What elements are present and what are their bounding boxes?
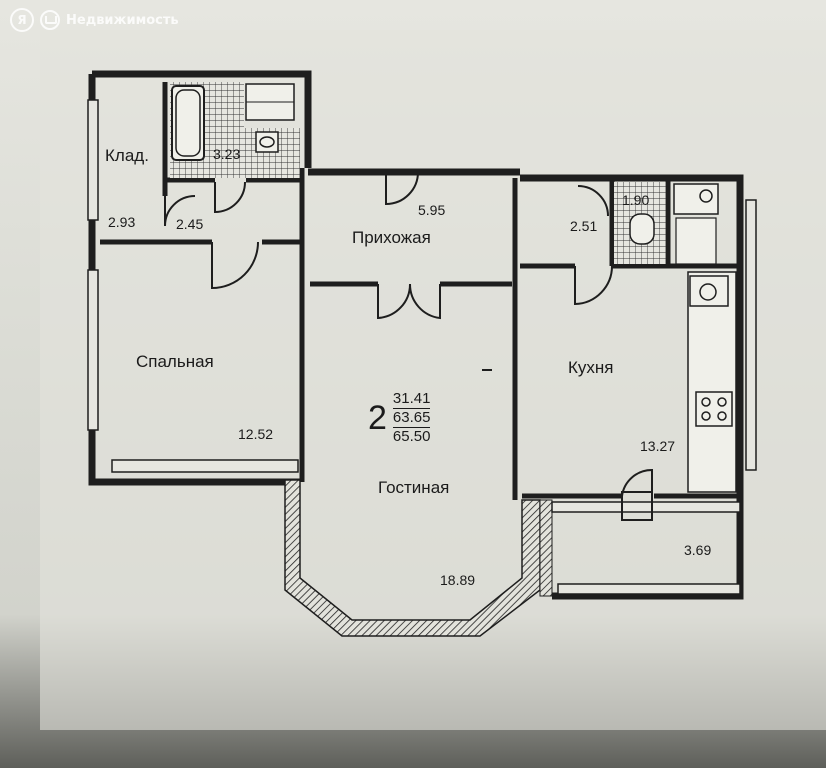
kitchen-name: Кухня: [568, 358, 614, 377]
hallway-name: Прихожая: [352, 228, 431, 247]
living-name: Гостиная: [378, 478, 450, 497]
hallway-area: 5.95: [418, 202, 446, 218]
home-icon: [40, 10, 60, 30]
corridor-area: 2.45: [176, 216, 204, 232]
doors: [164, 171, 653, 521]
watermark: Я Недвижимость: [10, 8, 179, 32]
bedroom-area: 12.52: [238, 426, 274, 442]
total-area: 63.65: [392, 409, 431, 428]
kitchen-area: 13.27: [640, 438, 676, 454]
storage-name: Клад.: [105, 146, 149, 165]
pantry-area: 2.51: [570, 218, 598, 234]
living-area-total: 31.41: [392, 390, 431, 409]
yandex-logo-icon: Я: [10, 8, 34, 32]
interior-walls: [100, 82, 740, 500]
total-area-with-balcony: 65.50: [392, 428, 431, 445]
toilet-area: 1.90: [622, 192, 650, 208]
storage-area: 2.93: [108, 214, 136, 230]
balcony-area: 3.69: [684, 542, 712, 558]
toilet-fixtures: [614, 182, 719, 265]
kitchen-fixtures: [687, 271, 737, 493]
apartment-summary: 2 31.41 63.65 65.50: [368, 390, 431, 446]
bathroom-area: 3.23: [213, 146, 241, 162]
bathroom-fixtures: [170, 82, 300, 178]
bedroom-name: Спальная: [136, 352, 214, 371]
bay-window-wall: [284, 479, 553, 637]
windows: [87, 99, 757, 595]
room-count: 2: [368, 398, 387, 437]
watermark-text: Недвижимость: [66, 12, 179, 28]
living-area: 18.89: [440, 572, 476, 588]
